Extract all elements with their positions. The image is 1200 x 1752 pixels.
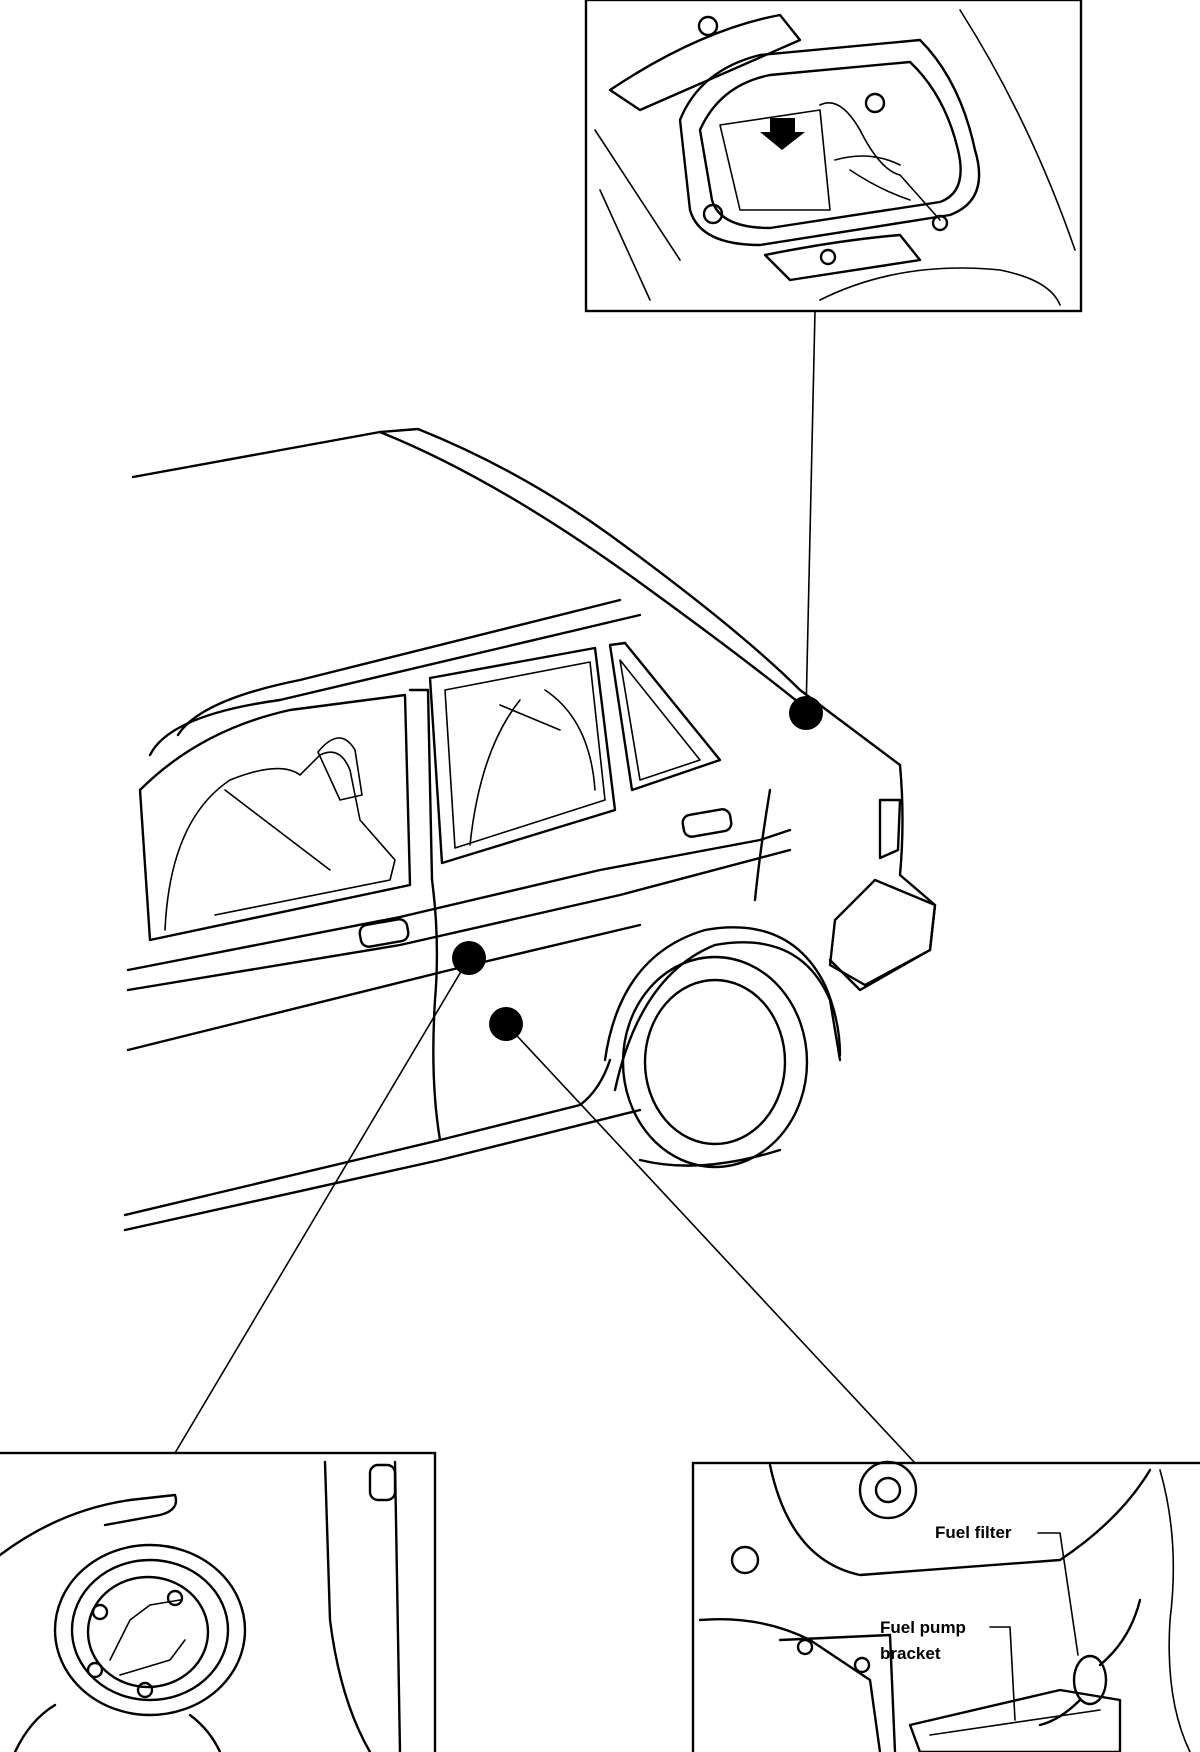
rear-wheel-rim — [643, 978, 787, 1146]
sill-line — [123, 1058, 612, 1217]
rear-tire — [621, 955, 809, 1169]
arrow-down-icon — [760, 118, 805, 150]
door-seam-rear — [753, 788, 772, 902]
quarter-window-inner — [619, 659, 701, 781]
roof-inner-line — [378, 430, 822, 722]
fuel-pump-label-line2: bracket — [880, 1644, 941, 1663]
access-hole-outer — [678, 38, 981, 247]
trim-strip-lower — [763, 233, 922, 282]
flange-screw-2 — [166, 1589, 184, 1607]
right-contour — [1159, 1469, 1191, 1752]
belt-line-lower — [126, 848, 792, 992]
access-hole-inner — [698, 60, 962, 230]
inset-right-frame — [691, 1461, 1200, 1752]
rear-door-window — [428, 646, 617, 865]
flange-screw-4 — [136, 1681, 154, 1699]
rear-door-handle — [681, 808, 733, 838]
wire-harness-2 — [834, 155, 911, 201]
bracket-rib — [929, 1709, 1101, 1736]
fuel-filter-label: Fuel filter — [935, 1523, 1012, 1542]
belt-line — [126, 828, 792, 972]
drain-plug-outer — [858, 1460, 918, 1520]
bolt-bottom — [819, 248, 837, 266]
roof-rail — [176, 598, 622, 737]
roof-drip-line — [148, 613, 642, 757]
headrest — [317, 737, 363, 801]
rear-seat — [469, 689, 596, 846]
bolt-top — [697, 15, 719, 37]
fender-flare — [613, 941, 842, 1092]
hose-lower-right — [188, 1713, 222, 1752]
inset-top-frame — [584, 0, 1083, 313]
inset-bottom-left-pump-flange — [0, 1451, 437, 1752]
door-seam-front — [430, 878, 442, 1142]
bracket-left-edge — [778, 1633, 897, 1752]
trim-strip-upper — [608, 13, 802, 112]
rear-bumper — [828, 878, 937, 987]
inset-top-access-cover — [584, 0, 1083, 313]
tail-light — [878, 798, 902, 860]
front-seat — [164, 751, 396, 931]
bracket-bolt-1 — [796, 1638, 814, 1656]
leader-line-top — [805, 310, 816, 714]
frame-rail-left — [698, 1617, 882, 1752]
inset-left-frame — [0, 1451, 437, 1752]
body-crease — [126, 923, 642, 1052]
front-door-window — [138, 693, 412, 942]
hose-lower-left — [13, 1703, 57, 1752]
flange-terminals — [109, 1599, 186, 1676]
fuel-filter-leader — [1037, 1532, 1079, 1656]
flange-mid-ring — [70, 1558, 230, 1702]
tire-bottom — [638, 1148, 782, 1167]
fuel-filter-body — [1072, 1654, 1108, 1706]
seatbelt — [224, 789, 331, 871]
flange-screw-3 — [86, 1661, 104, 1679]
bolt-lower-right — [931, 214, 949, 232]
floor-pan-outline — [768, 1463, 1152, 1577]
inset-bottom-right-fuel-filter: Fuel filter Fuel pump bracket — [691, 1460, 1200, 1752]
fuel-pump-label-line1: Fuel pump — [880, 1618, 966, 1637]
leader-line-right — [505, 1023, 916, 1464]
bolt-right — [864, 92, 886, 114]
flange-inner-plate — [86, 1575, 210, 1689]
car-body-illustration — [123, 427, 937, 1232]
bracket-bolt-2 — [853, 1656, 871, 1674]
bottom-contour — [819, 267, 1061, 306]
roof-line — [131, 427, 902, 767]
body-panel-edge — [323, 1460, 372, 1752]
b-pillar — [408, 688, 434, 882]
rear-window-frame-inner — [444, 661, 606, 849]
bolt-left — [702, 203, 724, 225]
rocker-panel — [123, 1108, 642, 1232]
quarter-window — [608, 641, 722, 792]
pump-body — [719, 109, 831, 211]
flange-outer-ring — [53, 1543, 247, 1717]
floor-contour-lines — [594, 9, 1076, 301]
pump-bracket-plate — [908, 1688, 1122, 1752]
filter-hoses — [1038, 1598, 1142, 1727]
fuel-pump-bracket-leader — [989, 1626, 1016, 1721]
wire-harness — [819, 102, 941, 221]
hose-upper — [0, 1493, 178, 1557]
front-door-handle — [358, 918, 410, 948]
leader-line-left — [174, 957, 470, 1454]
flange-screw-1 — [91, 1603, 109, 1621]
wheel-arch — [603, 926, 842, 1062]
panel-edge-right — [393, 1460, 402, 1752]
drain-plug-inner — [874, 1476, 902, 1504]
grommet — [730, 1545, 760, 1575]
clip-slot — [368, 1463, 397, 1502]
